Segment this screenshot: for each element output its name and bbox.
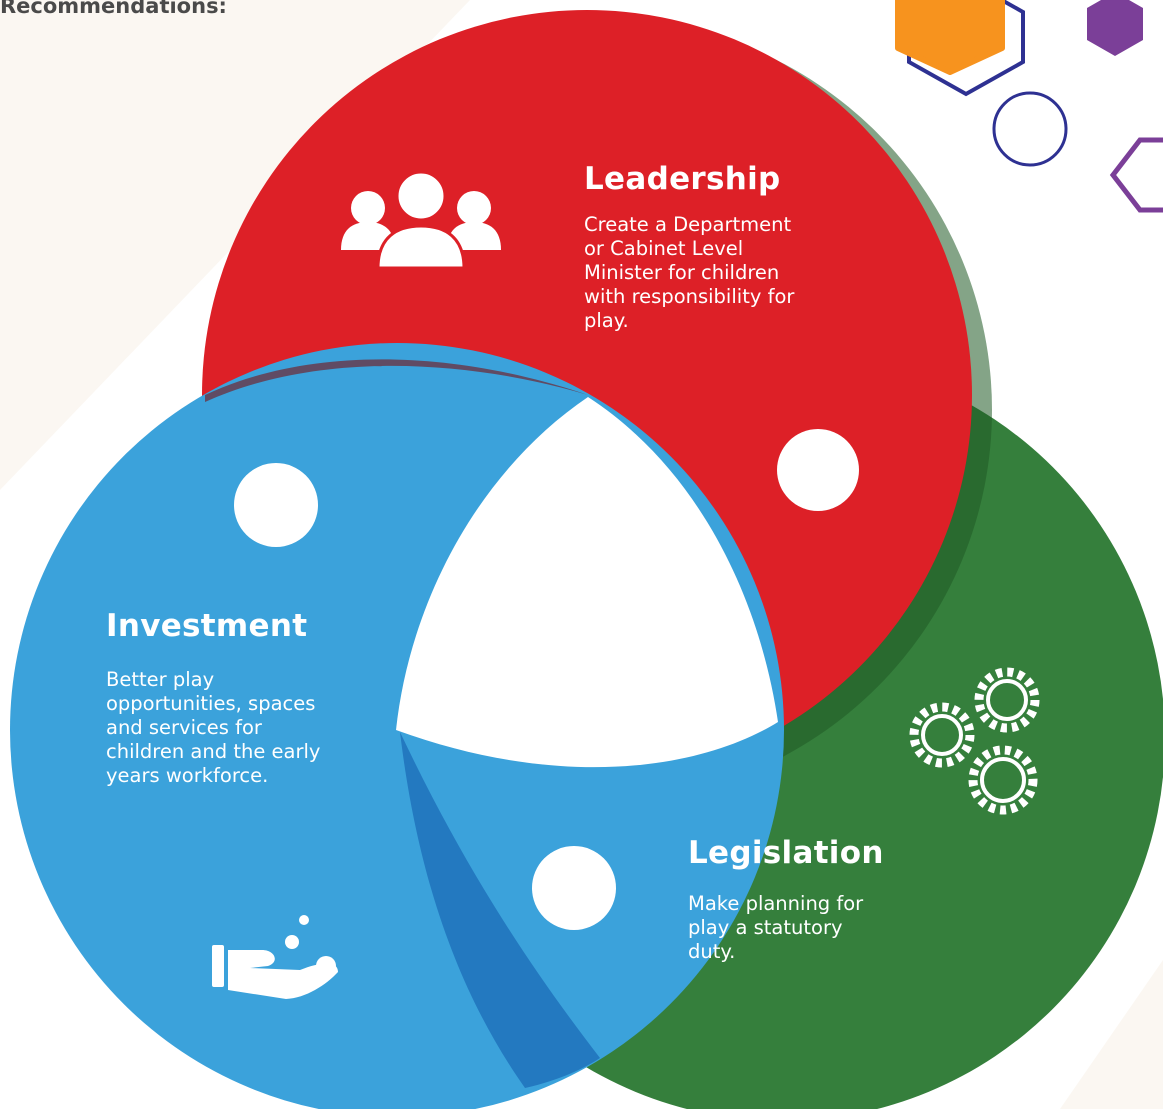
leadership-text: Create a Department or Cabinet Level Min…: [584, 213, 795, 332]
investment-dot: [234, 463, 318, 547]
hexagon-outline-purple-icon: [1109, 137, 1163, 213]
investment-title: Investment: [106, 608, 308, 644]
legislation-text: Make planning for play a statutory duty.: [688, 892, 864, 963]
legislation-dot: [532, 846, 616, 930]
leadership-dot: [777, 429, 859, 511]
hexagon-orange-icon: [895, 0, 1005, 75]
leadership-title: Leadership: [584, 161, 781, 197]
hexagon-purple-icon: [1087, 0, 1143, 56]
investment-dark-crescent: [400, 732, 600, 1088]
leadership-dark-edge: [205, 359, 588, 402]
hand-with-coins-icon: [212, 915, 338, 999]
legislation-title: Legislation: [688, 835, 884, 871]
page-label: Recommendations:: [0, 0, 227, 18]
people-group-icon: [341, 170, 501, 270]
circle-outline-navy-icon: [992, 91, 1068, 167]
investment-text: Better play opportunities, spaces and se…: [106, 668, 321, 787]
center-intersection: [396, 397, 778, 768]
background-tint-corner: [1060, 960, 1163, 1109]
gears-icon: [909, 667, 1040, 815]
